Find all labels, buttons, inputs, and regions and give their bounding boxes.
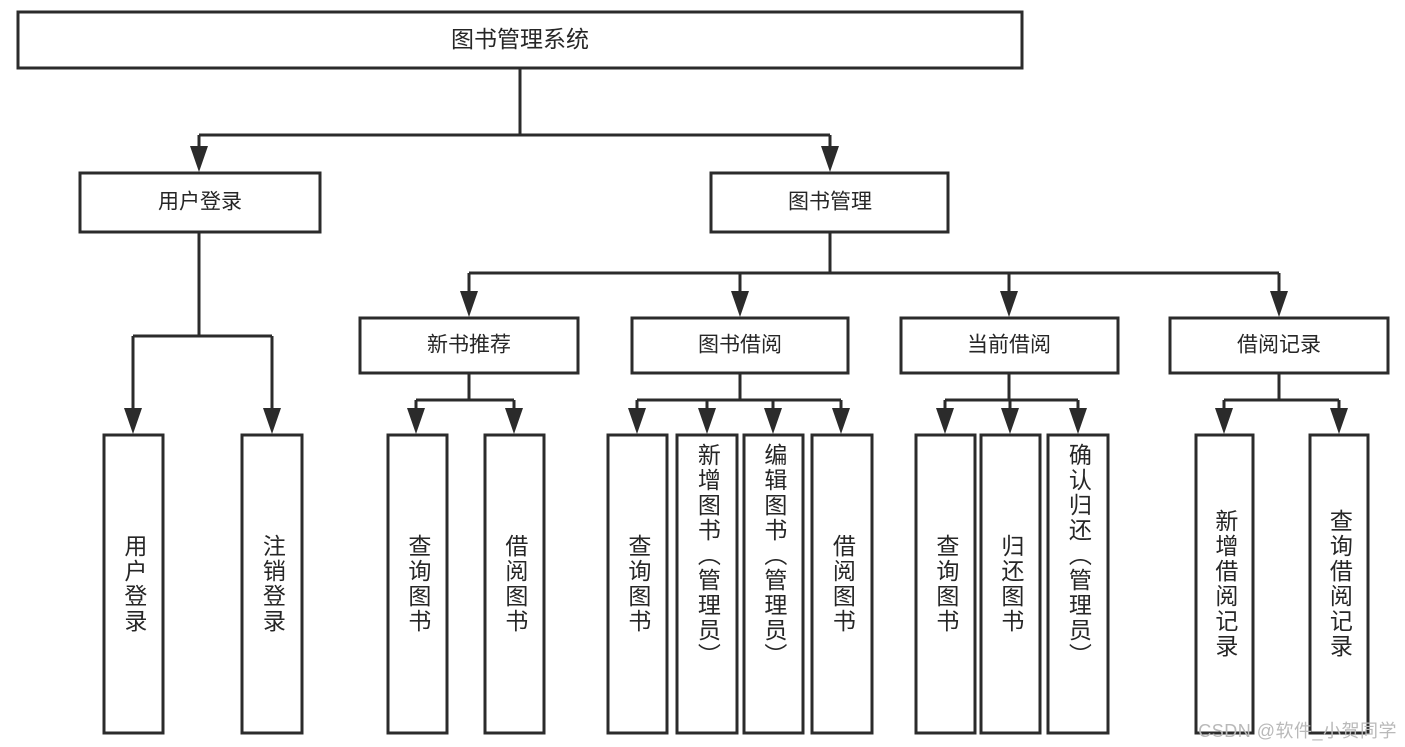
arrowhead-leaf-return-book	[1001, 408, 1019, 434]
node-new-book-recommend-label: 新书推荐	[427, 334, 511, 357]
connector-group-user-login	[124, 232, 281, 434]
node-book-management-box[interactable]	[709, 171, 950, 234]
node-borrow-record-box[interactable]	[1168, 316, 1390, 375]
arrowhead-new-book-recommend	[460, 291, 478, 317]
leaf-add-record-box[interactable]	[1194, 433, 1255, 735]
connector-group-book-management	[460, 232, 1288, 317]
connector-group-borrow-record	[1215, 373, 1348, 434]
leaf-query-book-3-box[interactable]	[914, 433, 977, 735]
arrowhead-leaf-add-book	[698, 408, 716, 434]
node-user-login[interactable]: 用户登录	[78, 171, 322, 234]
arrowhead-leaf-add-record	[1215, 408, 1233, 434]
leaf-add-book-box[interactable]	[675, 433, 739, 735]
leaf-return-book-box[interactable]	[979, 433, 1042, 735]
node-user-login-label: 用户登录	[158, 191, 242, 214]
node-book-borrow[interactable]: 图书借阅	[630, 316, 850, 375]
arrowhead-leaf-user-login	[124, 408, 142, 434]
arrowhead-book-management	[821, 146, 839, 172]
node-book-management-label: 图书管理	[788, 191, 872, 214]
node-book-borrow-box[interactable]	[630, 316, 850, 375]
node-current-borrow-box[interactable]	[899, 316, 1120, 375]
arrowhead-leaf-query-book-3	[936, 408, 954, 434]
arrowhead-user-login	[190, 146, 208, 172]
leaf-logout-login-box[interactable]	[240, 433, 304, 735]
leaf-borrow-book-1-box[interactable]	[483, 433, 546, 735]
node-root[interactable]: 图书管理系统	[16, 10, 1024, 70]
node-root-box[interactable]	[16, 10, 1024, 70]
arrowhead-borrow-record	[1270, 291, 1288, 317]
node-book-borrow-label: 图书借阅	[698, 334, 782, 357]
leaf-user-login-box[interactable]	[102, 433, 165, 735]
node-new-book-recommend[interactable]: 新书推荐	[358, 316, 580, 375]
node-current-borrow[interactable]: 当前借阅	[899, 316, 1120, 375]
node-new-book-recommend-box[interactable]	[358, 316, 580, 375]
arrowhead-leaf-logout-login	[263, 408, 281, 434]
arrowhead-leaf-query-book-2	[628, 408, 646, 434]
connector-group-current-borrow	[936, 373, 1087, 434]
leaf-boxes-group	[102, 433, 1370, 735]
connector-group-root	[190, 68, 839, 172]
arrowhead-book-borrow	[731, 291, 749, 317]
connector-group-book-borrow	[628, 373, 850, 434]
node-borrow-record[interactable]: 借阅记录	[1168, 316, 1390, 375]
node-borrow-record-label: 借阅记录	[1237, 334, 1321, 357]
node-book-management[interactable]: 图书管理	[709, 171, 950, 234]
arrowhead-current-borrow	[1000, 291, 1018, 317]
leaf-borrow-book-2-box[interactable]	[810, 433, 874, 735]
arrowhead-leaf-borrow-book-2	[832, 408, 850, 434]
leaf-query-book-1-box[interactable]	[386, 433, 449, 735]
leaf-query-book-2-box[interactable]	[606, 433, 669, 735]
arrowhead-leaf-confirm-return	[1069, 408, 1087, 434]
csdn-watermark: CSDN @软件_小贺同学	[1198, 721, 1397, 741]
node-root-label: 图书管理系统	[451, 26, 589, 52]
node-current-borrow-label: 当前借阅	[967, 334, 1051, 357]
arrowhead-leaf-query-book-1	[407, 408, 425, 434]
leaf-confirm-return-box[interactable]	[1046, 433, 1110, 735]
arrowhead-leaf-edit-book	[764, 408, 782, 434]
node-user-login-box[interactable]	[78, 171, 322, 234]
leaf-query-record-box[interactable]	[1308, 433, 1370, 735]
arrowhead-leaf-borrow-book-1	[505, 408, 523, 434]
arrowhead-leaf-query-record	[1330, 408, 1348, 434]
leaf-edit-book-box[interactable]	[742, 433, 805, 735]
connector-group-new-book-recommend	[407, 373, 523, 434]
